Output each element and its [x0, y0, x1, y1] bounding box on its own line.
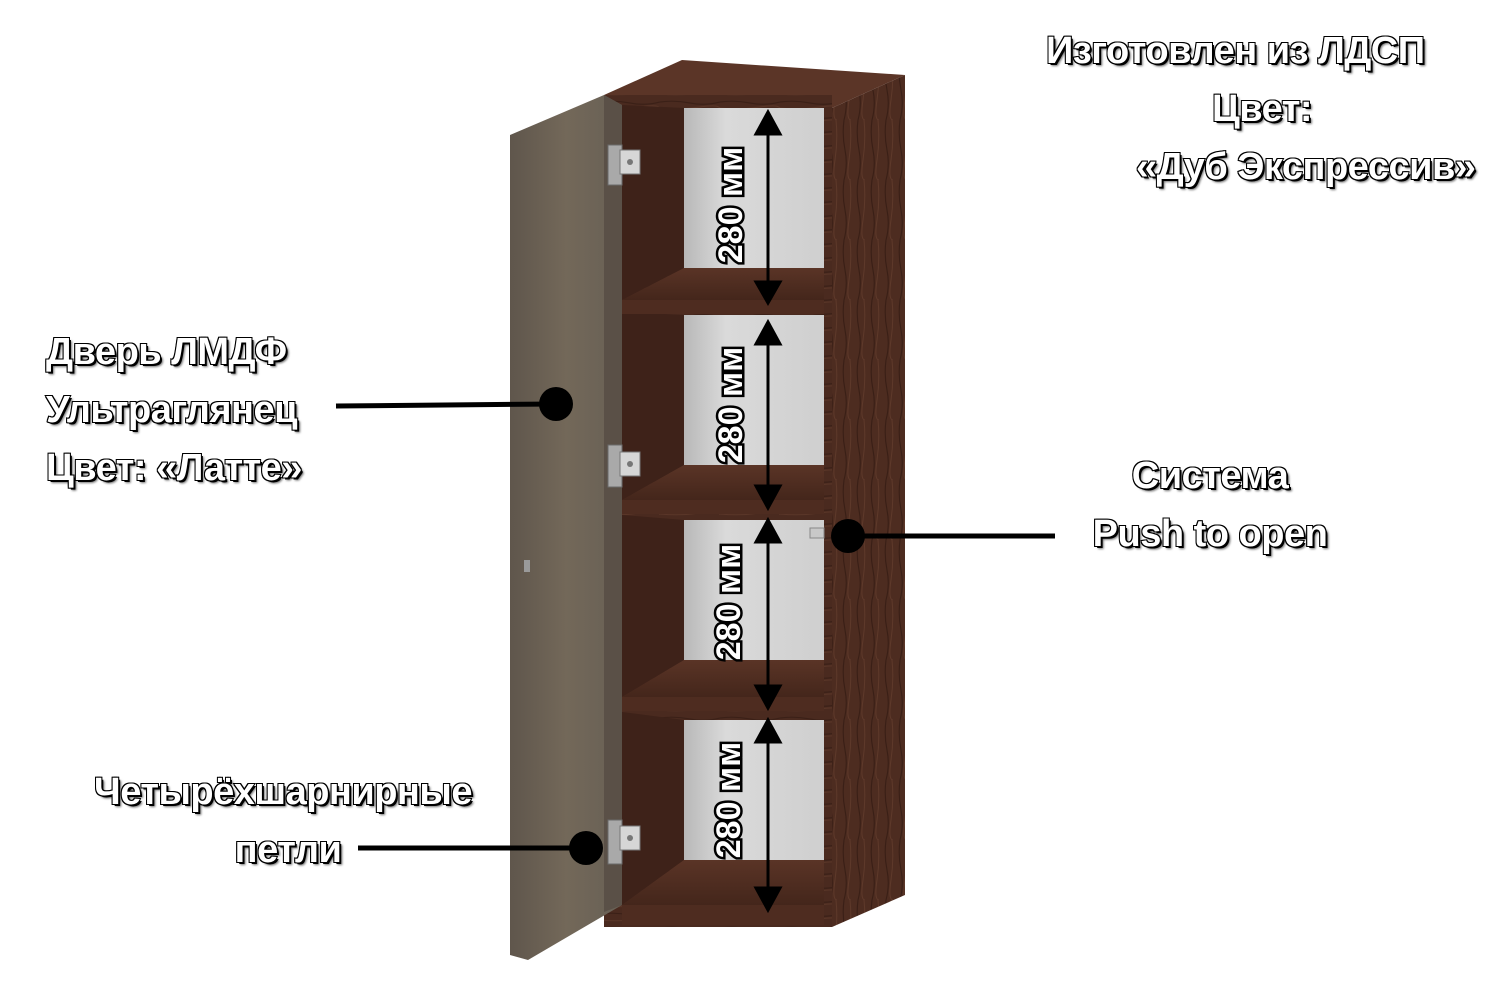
push-line-1: Система: [1131, 454, 1290, 498]
shelf-edge: [622, 500, 824, 514]
shelf-edge: [622, 905, 824, 925]
door: [510, 95, 622, 960]
hinges-line-2: петли: [234, 828, 343, 872]
door-label: Дверь ЛМДФ Ультраглянец Цвет: «Латте»: [45, 323, 303, 497]
marker-dot: [569, 831, 603, 865]
hinges-line-1: Четырёхшарнирные: [93, 770, 473, 814]
material-line-3: «Дуб Экспрессив»: [1135, 145, 1477, 189]
material-label: Изготовлен из ЛДСП Цвет: «Дуб Экспрессив…: [1045, 22, 1477, 196]
back-panel: [684, 315, 824, 465]
cabinet-right-side: [832, 75, 905, 927]
shelf-edge: [622, 697, 824, 711]
dimension-label: 280 мм: [710, 544, 748, 660]
door-line-1: Дверь ЛМДФ: [45, 330, 288, 374]
dim-arrow-2: [753, 318, 783, 512]
door-line-3: Цвет: «Латте»: [45, 446, 303, 490]
shelf-edge: [622, 300, 824, 314]
push-line-2: Push to open: [1092, 512, 1329, 556]
material-line-2: Цвет:: [1211, 87, 1314, 131]
hinge-bottom: [607, 819, 641, 865]
push-label: Система Push to open: [1074, 447, 1346, 563]
back-panel: [684, 720, 824, 860]
door-panel: [510, 95, 622, 960]
dimension-label: 280 мм: [712, 347, 750, 463]
push-latch: [809, 527, 825, 539]
dim-arrow-3: [753, 516, 783, 712]
cabinet-body: [604, 60, 905, 927]
callout-door: [335, 387, 573, 421]
callout-push: [831, 519, 1055, 553]
inner-left-wall: [622, 515, 684, 697]
inner-left-wall: [622, 712, 684, 905]
hinges-label: Четырёхшарнирные петли: [74, 763, 492, 879]
material-line-1: Изготовлен из ЛДСП: [1045, 29, 1426, 73]
inner-left-wall: [622, 105, 684, 300]
marker-dot: [539, 387, 573, 421]
door-edge: [604, 95, 622, 912]
door-line-2: Ультраглянец: [45, 388, 299, 432]
dimension-label: 280 мм: [710, 742, 748, 858]
dimension-label: 280 мм: [712, 147, 750, 263]
marker-dot: [831, 519, 865, 553]
hinge-top: [607, 144, 641, 186]
back-panel: [684, 108, 824, 268]
dimension-arrows: [753, 108, 783, 914]
dim-arrow-4: [753, 716, 783, 914]
door-magnet: [524, 560, 530, 572]
hinge-middle: [607, 444, 641, 488]
callout-hinges: [358, 831, 603, 865]
dim-arrow-1: [753, 108, 783, 307]
back-panel: [684, 520, 824, 660]
